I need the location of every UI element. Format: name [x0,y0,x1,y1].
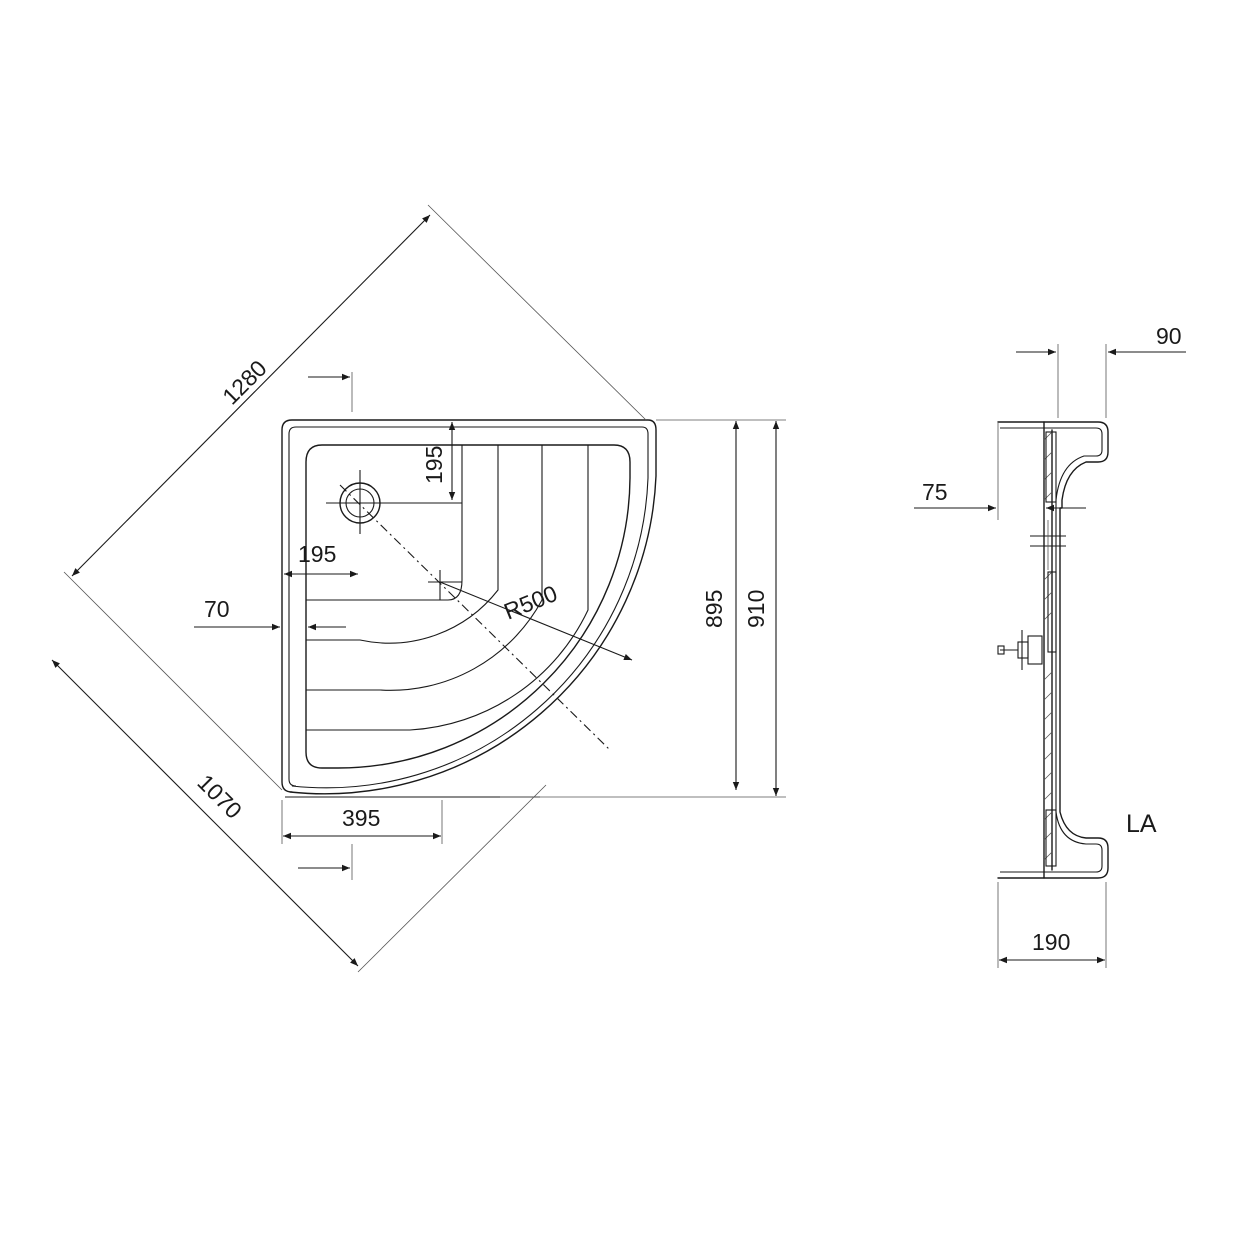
dim-1280-line [71,214,431,577]
section-base-block [1045,809,1057,867]
dim-depth-side: 1070 [192,769,247,824]
tray-basin [305,444,631,769]
dim-1280-ext-1 [427,204,647,421]
section-hatching [1043,431,1053,861]
tray-ribs [306,445,589,731]
diagonal-center-line [339,484,611,751]
dim-total-height: 910 [743,590,769,628]
dim-1070-ext [357,784,547,973]
dim-bottom-offset: 395 [342,805,380,831]
dim-1070-line [51,659,359,967]
dim-drain-y: 195 [421,446,447,484]
dim-drain-x: 195 [298,541,336,567]
dim-top-width: 90 [1156,323,1182,349]
section-upper-block [1045,431,1057,503]
dim-wall: 75 [922,479,948,505]
section-view: 90 75 190 LA [914,323,1186,968]
section-label: LA [1126,810,1157,838]
dim-base-width: 190 [1032,929,1070,955]
section-lower-block [1047,571,1057,653]
dim-inner-height: 895 [701,590,727,628]
drain-fitting [997,630,1043,670]
plan-view: R500 1280 1070 195 195 70 395 895 [51,204,786,973]
dim-step-edge: 70 [204,596,230,622]
section-inner-profile [1000,427,1103,873]
dim-1280-ext-2 [63,571,283,791]
radius-leader [439,581,633,661]
